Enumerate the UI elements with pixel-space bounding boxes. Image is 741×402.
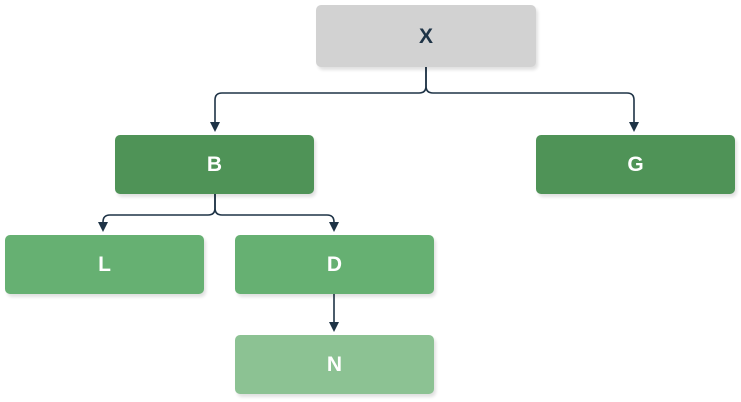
node-b-label: B bbox=[206, 153, 223, 176]
node-n: N bbox=[235, 335, 434, 394]
edge-x-g bbox=[425, 67, 639, 132]
node-g-label: G bbox=[627, 153, 644, 176]
node-l-label: L bbox=[98, 253, 111, 276]
node-g: G bbox=[536, 135, 735, 194]
node-x-label: X bbox=[418, 24, 433, 48]
node-b: B bbox=[115, 135, 314, 194]
node-x: X bbox=[316, 5, 536, 67]
node-n-label: N bbox=[326, 353, 343, 376]
node-d-label: D bbox=[326, 253, 343, 276]
edge-x-b bbox=[210, 67, 427, 132]
edge-b-d bbox=[214, 194, 339, 232]
edge-b-l bbox=[98, 194, 216, 232]
node-l: L bbox=[5, 235, 204, 294]
node-d: D bbox=[235, 235, 434, 294]
